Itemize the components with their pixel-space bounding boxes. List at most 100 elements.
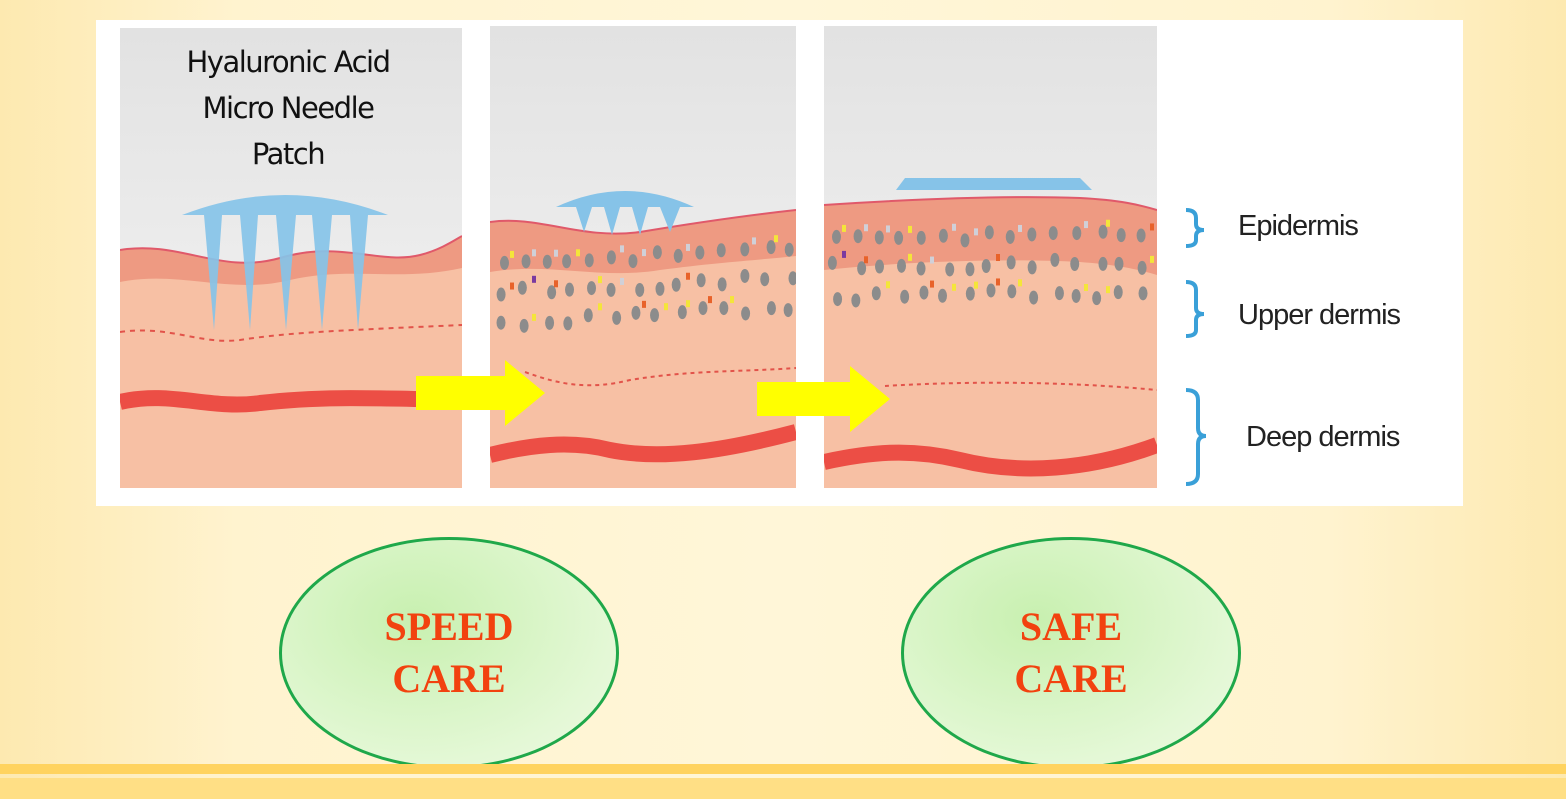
ingredient-particle [974, 281, 978, 289]
ingredient-particle [510, 282, 514, 290]
molecule-dot [827, 255, 837, 270]
molecule-dot [916, 261, 926, 276]
molecule-dot [1006, 255, 1016, 270]
molecule-dot [698, 301, 708, 316]
ingredient-particle [908, 225, 912, 233]
molecule-dot [547, 285, 557, 300]
molecule-dot [741, 306, 751, 321]
panel-before [120, 28, 462, 488]
molecule-dot [916, 230, 926, 245]
molecule-dot [833, 292, 843, 307]
molecule-dot [652, 245, 662, 260]
ingredient-particle [598, 303, 602, 311]
molecule-dot [1072, 226, 1082, 241]
label-deep-dermis: Deep dermis [1246, 421, 1400, 453]
molecule-dot [965, 286, 975, 301]
molecule-dot [521, 254, 531, 269]
molecule-dot [542, 254, 552, 269]
molecule-dot [871, 286, 881, 301]
molecule-dot [1136, 228, 1146, 243]
molecule-dot [496, 287, 506, 302]
molecule-dot [696, 273, 706, 288]
speed-care-line2: CARE [392, 656, 506, 701]
molecule-dot [1092, 291, 1102, 306]
arrow-right-icon [757, 366, 890, 432]
molecule-dot [562, 254, 572, 269]
ingredient-particle [686, 243, 690, 251]
panel-title-line1: Hyaluronic Acid [186, 45, 389, 79]
molecule-dot [851, 293, 861, 308]
ingredient-particle [686, 272, 690, 280]
ingredient-particle [554, 280, 558, 288]
ingredient-particle [842, 224, 846, 232]
molecule-dot [635, 282, 645, 297]
ingredient-particle [730, 296, 734, 304]
molecule-dot [965, 262, 975, 277]
panel-title-line2: Micro Needle [203, 91, 375, 125]
safe-care-line1: SAFE [1019, 604, 1123, 649]
molecule-dot [584, 253, 594, 268]
ingredient-particle [774, 235, 778, 243]
molecule-dot [631, 305, 641, 320]
footer-stripe [0, 764, 1566, 774]
molecule-dot [1048, 226, 1058, 241]
molecule-dot [583, 308, 593, 323]
molecule-dot [1116, 228, 1126, 243]
molecule-dot [1007, 284, 1017, 299]
ingredient-particle [1106, 286, 1110, 294]
molecule-dot [894, 230, 904, 245]
molecule-dot [853, 229, 863, 244]
ingredient-particle [930, 256, 934, 264]
molecule-dot [671, 277, 681, 292]
molecule-dot [857, 261, 867, 276]
molecule-dot [650, 308, 660, 323]
molecule-dot [606, 250, 616, 265]
molecule-dot [960, 233, 970, 248]
ingredient-particle [974, 228, 978, 236]
patch-backing [896, 178, 1092, 190]
molecule-dot [1054, 286, 1064, 301]
molecule-dot [1005, 229, 1015, 244]
molecule-dot [788, 271, 796, 286]
label-upper-dermis: Upper dermis [1238, 299, 1401, 331]
molecule-dot [1071, 288, 1081, 303]
molecule-dot [760, 272, 770, 287]
molecule-dot [766, 301, 776, 316]
molecule-dot [938, 288, 948, 303]
molecule-dot [783, 303, 793, 318]
ingredient-particle [864, 256, 868, 264]
molecule-dot [1027, 227, 1037, 242]
arrow-right-icon [416, 360, 545, 426]
ingredient-particle [620, 277, 624, 285]
ingredient-particle [1084, 283, 1088, 291]
molecule-dot [981, 259, 991, 274]
ingredient-particle [842, 250, 846, 258]
molecule-dot [1027, 260, 1037, 275]
bracket-deep-dermis-icon [1185, 388, 1207, 486]
molecule-dot [1098, 256, 1108, 271]
molecule-dot [499, 255, 509, 270]
ingredient-particle [510, 250, 514, 258]
molecule-dot [719, 301, 729, 316]
ingredient-particle [708, 296, 712, 304]
molecule-dot [1137, 260, 1147, 275]
ingredient-particle [664, 303, 668, 311]
ingredient-particle [532, 249, 536, 257]
microneedle-patch [182, 195, 388, 330]
molecule-dot [984, 225, 994, 240]
molecule-dot [1098, 224, 1108, 239]
panel-absorbed [824, 26, 1157, 488]
ingredient-particle [886, 225, 890, 233]
molecule-dot [945, 262, 955, 277]
molecule-dot [919, 285, 929, 300]
molecule-dot [587, 281, 597, 296]
molecule-dot [517, 280, 527, 295]
molecule-dot [766, 240, 776, 255]
label-epidermis: Epidermis [1238, 210, 1358, 242]
molecule-dot [606, 282, 616, 297]
footer-band [0, 778, 1566, 799]
safe-care-line2: CARE [1014, 656, 1128, 701]
dissolving-patch [556, 191, 694, 235]
molecule-dot [831, 229, 841, 244]
